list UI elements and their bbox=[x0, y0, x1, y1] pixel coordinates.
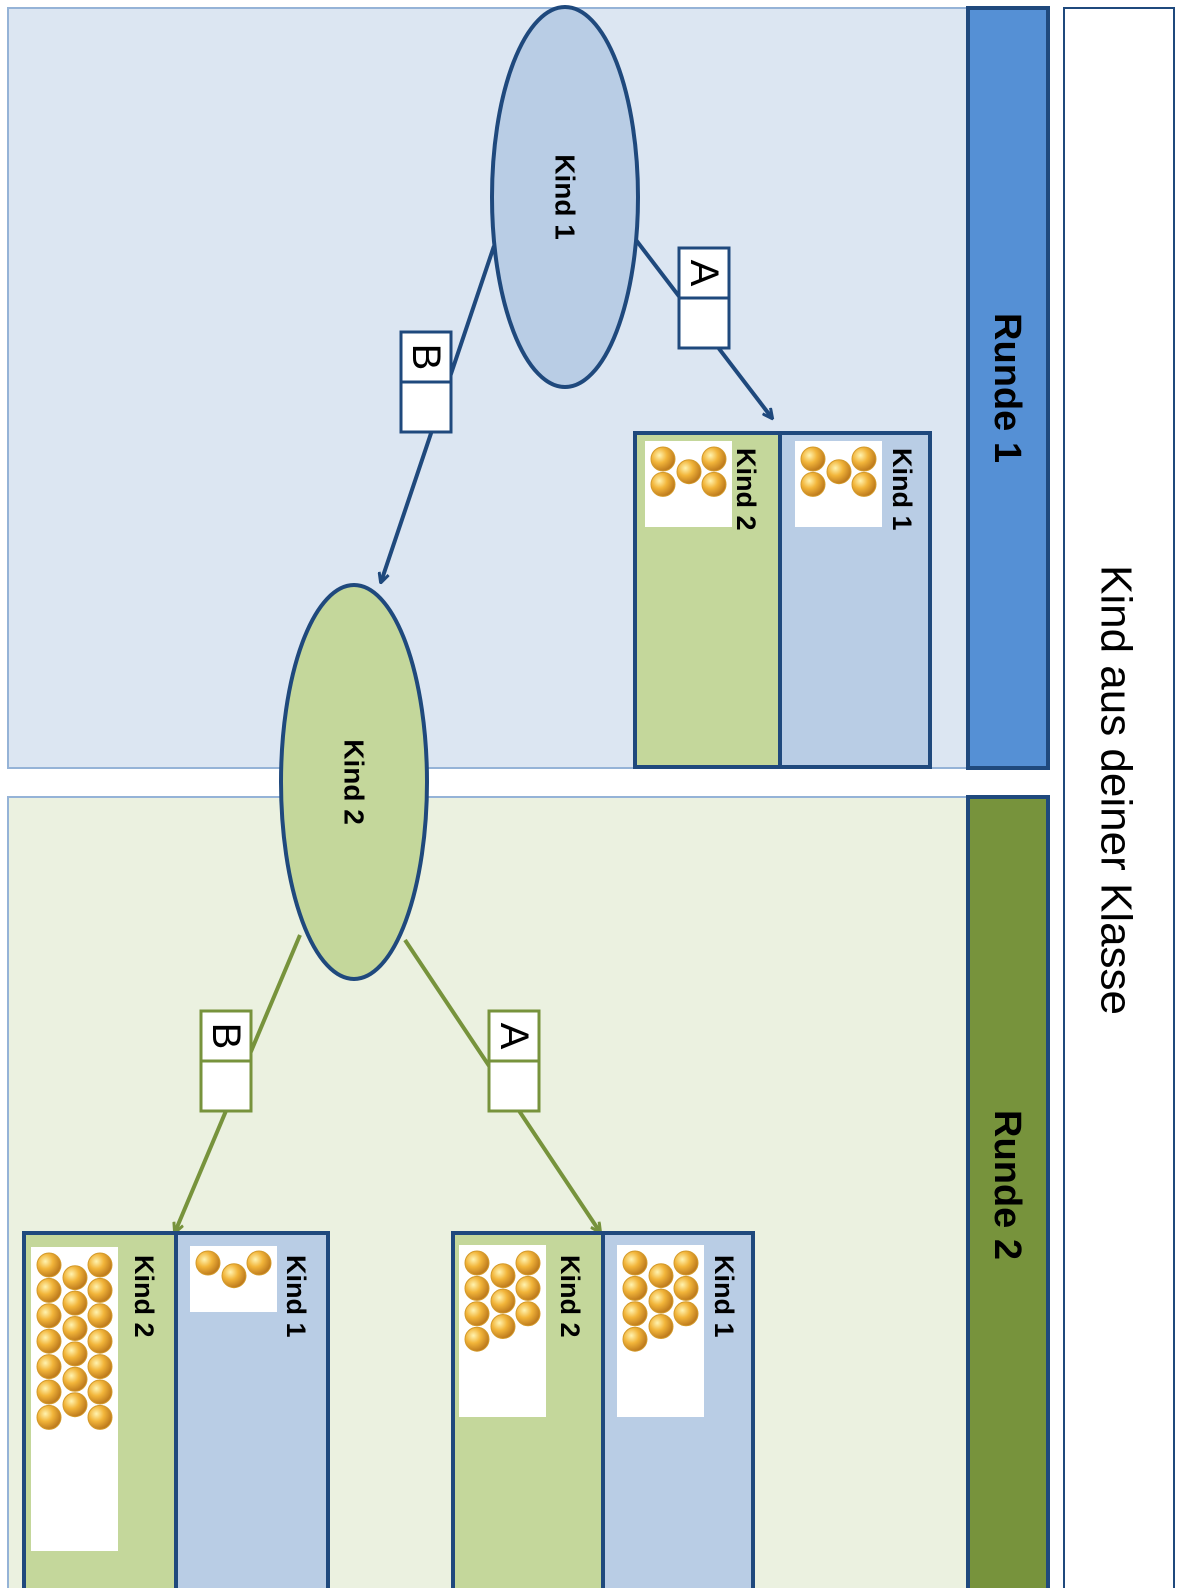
coin-icon bbox=[36, 1379, 62, 1405]
choice-label-r2-a: A bbox=[492, 1023, 536, 1050]
coin-icon bbox=[648, 1263, 674, 1289]
coin-icon bbox=[676, 459, 702, 485]
coin-icon bbox=[62, 1290, 88, 1316]
outcome-r2-a-kind1-label: Kind 1 bbox=[709, 1255, 739, 1338]
coin-icon bbox=[87, 1404, 113, 1430]
coin-icon bbox=[36, 1354, 62, 1380]
coin-icon bbox=[622, 1301, 648, 1327]
coin-icon bbox=[62, 1366, 88, 1392]
coin-icon bbox=[800, 471, 826, 497]
coin-icon bbox=[648, 1288, 674, 1314]
coin-icon bbox=[851, 446, 877, 472]
coin-icon bbox=[246, 1250, 272, 1276]
coin-icon bbox=[826, 459, 852, 485]
coin-icon bbox=[464, 1326, 490, 1352]
coin-icon bbox=[648, 1314, 674, 1339]
coin-icon bbox=[515, 1275, 541, 1301]
coin-icon bbox=[87, 1252, 113, 1278]
node-kind1-label: Kind 1 bbox=[550, 154, 581, 240]
coin-icon bbox=[87, 1328, 113, 1354]
coin-icon bbox=[800, 446, 826, 472]
coin-icon bbox=[464, 1275, 490, 1301]
coin-icon bbox=[36, 1277, 62, 1303]
coin-icon bbox=[36, 1303, 62, 1329]
choice-box-r2-b: B bbox=[199, 1009, 253, 1113]
round1-label: Runde 1 bbox=[986, 313, 1028, 463]
round2-label: Runde 2 bbox=[986, 1110, 1028, 1260]
coin-icon bbox=[62, 1392, 88, 1418]
coin-icon bbox=[673, 1250, 699, 1276]
coin-icon bbox=[490, 1263, 516, 1289]
coin-icon bbox=[673, 1301, 699, 1327]
coin-icon bbox=[622, 1275, 648, 1301]
coin-icon bbox=[87, 1277, 113, 1303]
coin-icon bbox=[195, 1250, 221, 1276]
coin-icon bbox=[622, 1250, 648, 1276]
outcome-r2-a-kind2-label: Kind 2 bbox=[555, 1255, 585, 1338]
choice-label-r2-b: B bbox=[204, 1023, 248, 1050]
outcome-r1-a-kind1-label: Kind 1 bbox=[887, 448, 917, 531]
coin-icon bbox=[36, 1252, 62, 1278]
choice-box-r2-a: A bbox=[487, 1009, 541, 1113]
coin-icon bbox=[87, 1354, 113, 1380]
coin-icon bbox=[515, 1301, 541, 1327]
coin-icon bbox=[464, 1250, 490, 1276]
node-kind2 bbox=[279, 583, 429, 981]
coin-icon bbox=[490, 1288, 516, 1314]
round2-band bbox=[966, 795, 1050, 1588]
header-title: Kind aus deiner Klasse bbox=[1092, 565, 1141, 1015]
outcome-r1-a: Kind 1 Kind 2 bbox=[633, 431, 932, 769]
coin-icon bbox=[62, 1265, 88, 1291]
coin-icon bbox=[701, 446, 727, 472]
node-kind1 bbox=[490, 5, 640, 389]
coin-icon bbox=[62, 1341, 88, 1367]
coin-icon bbox=[650, 471, 676, 497]
coin-icon bbox=[36, 1404, 62, 1430]
outcome-r2-b-kind2-label: Kind 2 bbox=[129, 1255, 159, 1338]
coin-icon bbox=[62, 1316, 88, 1341]
coin-icon bbox=[36, 1328, 62, 1354]
coin-icon bbox=[673, 1275, 699, 1301]
coin-icon bbox=[221, 1263, 247, 1289]
coin-icon bbox=[490, 1314, 516, 1339]
outcome-r2-b-kind1-label: Kind 1 bbox=[281, 1255, 311, 1338]
coin-icon bbox=[87, 1303, 113, 1329]
choice-box-r1-a: A bbox=[677, 246, 731, 350]
outcome-r1-a-kind2-label: Kind 2 bbox=[731, 448, 761, 531]
coin-icon bbox=[622, 1326, 648, 1352]
choice-label-r1-a: A bbox=[682, 260, 726, 287]
coin-icon bbox=[701, 471, 727, 497]
coin-icon bbox=[650, 446, 676, 472]
coin-icon bbox=[515, 1250, 541, 1276]
coin-icon bbox=[464, 1301, 490, 1327]
coin-icon bbox=[87, 1379, 113, 1405]
choice-label-r1-b: B bbox=[404, 344, 448, 371]
choice-box-r1-b: B bbox=[399, 330, 453, 434]
coin-icon bbox=[851, 471, 877, 497]
round1-band bbox=[966, 6, 1050, 770]
node-kind2-label: Kind 2 bbox=[339, 739, 370, 825]
header-box bbox=[1063, 7, 1175, 1588]
